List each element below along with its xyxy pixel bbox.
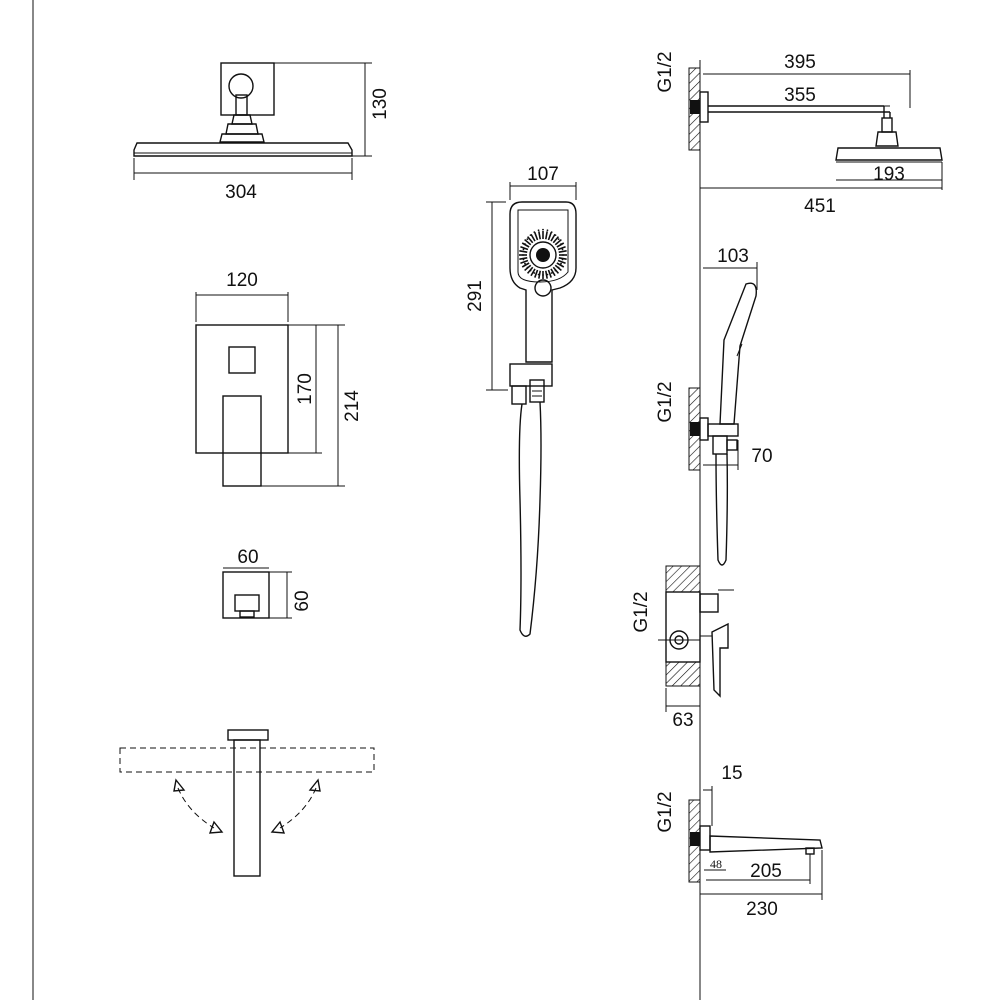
dim-outlet-height: 60 [292, 590, 313, 611]
holder-side-view: 103 70 G1/2 [655, 246, 773, 566]
dim-hand-shower-length: 291 [465, 280, 486, 312]
dim-arm-length-inner: 355 [784, 85, 816, 106]
dim-head-reach: 451 [804, 196, 836, 217]
dim-outlet-width: 60 [237, 547, 258, 568]
spray-pattern [519, 228, 567, 279]
dim-rain-head-width: 304 [225, 182, 257, 203]
dim-mixer-plate-height: 170 [295, 373, 316, 405]
thread-label-valve: G1/2 [631, 591, 652, 632]
dim-mixer-width: 120 [226, 270, 258, 291]
mixer-front-view: 120 170 214 [195, 270, 363, 487]
thread-label-holder: G1/2 [655, 381, 676, 422]
rotation-arrow-icon [177, 787, 215, 829]
valve-side-view: 63 G1/2 [631, 565, 734, 731]
dim-holder-depth: 70 [751, 446, 772, 467]
dim-hand-shower-width: 107 [527, 164, 559, 185]
dim-spout-total: 230 [746, 899, 778, 920]
wall-outlet-view: 60 60 [222, 547, 313, 619]
dim-arm-length-total: 395 [784, 52, 816, 73]
dim-spout-small: 48 [710, 857, 722, 871]
shower-arm-side-view: 395 355 193 451 G1/2 [655, 51, 943, 217]
dim-rain-head-height: 130 [370, 88, 391, 120]
dim-spout-offset: 15 [721, 763, 742, 784]
rain-shower-front-view: 130 304 [133, 62, 391, 203]
hand-shower-view: 107 291 [465, 164, 577, 637]
swivel-spout-top-view [119, 729, 375, 877]
spout-side-view: 15 48 205 230 G1/2 [655, 763, 823, 920]
thread-label-arm: G1/2 [655, 51, 676, 92]
dim-holder-reach: 103 [717, 246, 749, 267]
dim-mixer-total-height: 214 [342, 390, 363, 422]
dim-spout-inner: 205 [750, 861, 782, 882]
rotation-arrow-icon [279, 787, 317, 829]
dim-valve-depth: 63 [672, 710, 693, 731]
thread-label-spout: G1/2 [655, 791, 676, 832]
dim-head-diameter-side: 193 [873, 164, 905, 185]
